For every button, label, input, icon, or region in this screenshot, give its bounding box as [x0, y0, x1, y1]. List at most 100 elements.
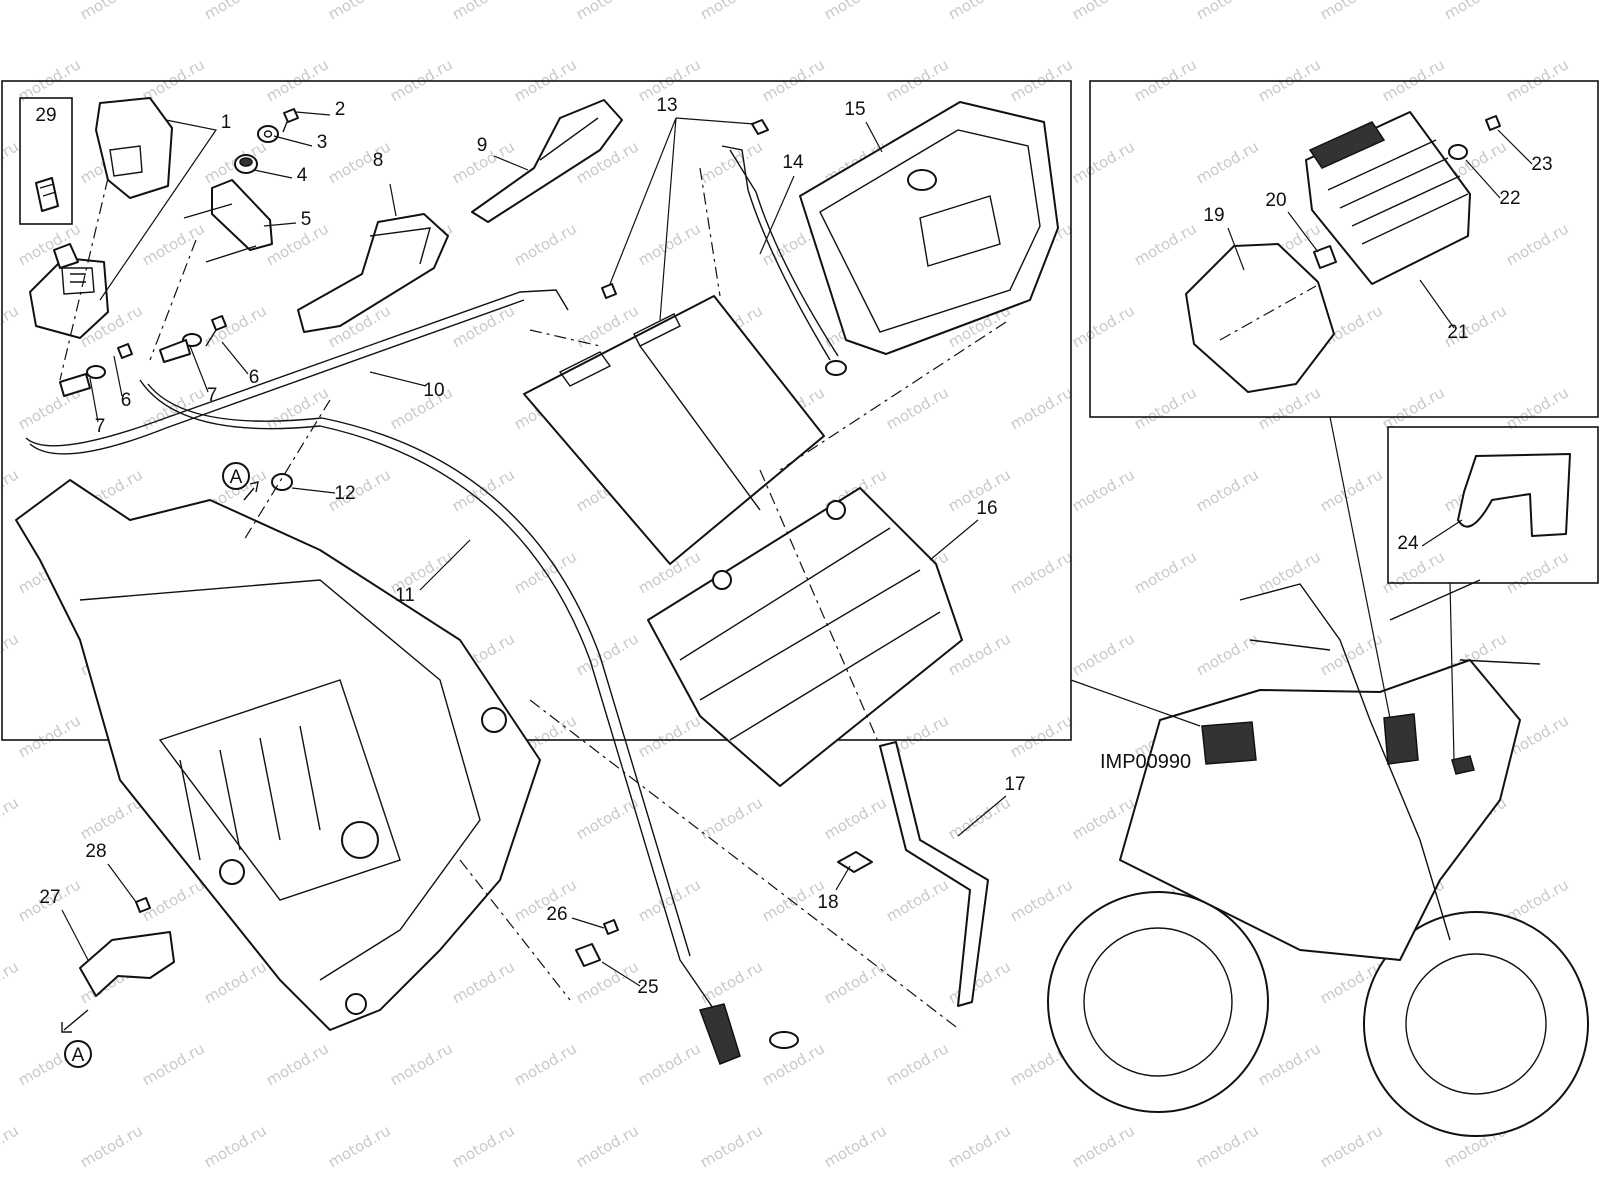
watermark-text: motod.ru	[387, 1039, 456, 1089]
watermark-text: motod.ru	[1069, 629, 1138, 679]
watermark-text: motod.ru	[1007, 547, 1076, 597]
watermark-text: motod.ru	[945, 1121, 1014, 1171]
callout-20: 20	[1265, 190, 1286, 211]
callout-16: 16	[976, 498, 997, 519]
callout-6: 6	[121, 390, 132, 411]
watermark-text: motod.ru	[635, 711, 704, 761]
callout-15: 15	[844, 99, 865, 120]
watermark-text: motod.ru	[1007, 875, 1076, 925]
battery	[523, 295, 825, 565]
watermark-text: motod.ru	[511, 875, 580, 925]
watermark-text: motod.ru	[325, 0, 394, 23]
watermark-text: motod.ru	[449, 1121, 518, 1171]
ground-cable-part-14	[721, 145, 831, 361]
watermark-text: motod.ru	[945, 957, 1014, 1007]
cover-part-8	[297, 213, 449, 333]
watermark-text: motod.ru	[1255, 547, 1324, 597]
watermark-text: motod.ru	[201, 0, 270, 23]
watermark-text: motod.ru	[139, 875, 208, 925]
watermark-text: motod.ru	[1193, 137, 1262, 187]
regulator-inset-frame	[1089, 80, 1599, 418]
watermark-text: motod.ru	[511, 1039, 580, 1089]
view-marker-bottom: A	[61, 1009, 92, 1068]
watermark-text: motod.ru	[0, 0, 22, 23]
callout-23: 23	[1531, 154, 1552, 175]
callout-12: 12	[334, 483, 355, 504]
clip-part-25	[575, 943, 601, 967]
callout-3: 3	[317, 132, 328, 153]
view-marker-label: A	[72, 1045, 85, 1066]
bracket-part-24	[1457, 453, 1571, 537]
callout-1: 1	[221, 112, 232, 133]
callout-14: 14	[782, 152, 804, 173]
fastener-parts-2-3-4	[234, 108, 299, 174]
watermark-text: motod.ru	[573, 629, 642, 679]
watermark-text: motod.ru	[635, 1039, 704, 1089]
watermark-text: motod.ru	[573, 0, 642, 23]
watermark-text: motod.ru	[1193, 0, 1262, 23]
watermark-text: motod.ru	[139, 1039, 208, 1089]
fuse-box-part-1	[29, 97, 173, 339]
watermark-text: motod.ru	[821, 793, 890, 843]
callout-17: 17	[1004, 774, 1025, 795]
watermark-text: motod.ru	[1069, 137, 1138, 187]
callout-4: 4	[297, 165, 308, 186]
callout-5: 5	[301, 209, 312, 230]
bracket-part-27	[79, 931, 175, 997]
watermark-text: motod.ru	[1007, 383, 1076, 433]
callout-28: 28	[85, 841, 106, 862]
watermark-text: motod.ru	[77, 1121, 146, 1171]
watermark-text: motod.ru	[883, 383, 952, 433]
cover-part-19	[1185, 243, 1335, 393]
watermark-text: motod.ru	[1503, 219, 1572, 269]
watermark-text: motod.ru	[1131, 219, 1200, 269]
watermark-text: motod.ru	[697, 1121, 766, 1171]
callout-9: 9	[477, 135, 488, 156]
watermark-text: motod.ru	[1379, 383, 1448, 433]
callout-7: 7	[207, 385, 218, 406]
leader-lines	[61, 111, 1533, 987]
watermark-text: motod.ru	[1193, 465, 1262, 515]
watermark-text: motod.ru	[77, 0, 146, 23]
watermark-text: motod.ru	[883, 1039, 952, 1089]
watermark-text: motod.ru	[1255, 383, 1324, 433]
watermark-text: motod.ru	[821, 1121, 890, 1171]
screw-part-28	[135, 897, 151, 913]
callout-2: 2	[335, 99, 346, 120]
callout-18: 18	[817, 892, 838, 913]
watermark-text: motod.ru	[1317, 0, 1386, 23]
watermark-text: motod.ru	[449, 301, 518, 351]
callout-24: 24	[1397, 533, 1419, 554]
rear-subframe	[15, 479, 541, 1031]
callout-13: 13	[656, 95, 677, 116]
ecu-part-15	[799, 101, 1059, 355]
cable-part-10	[25, 289, 569, 447]
watermark-text: motod.ru	[1503, 547, 1572, 597]
watermark-text: motod.ru	[697, 137, 766, 187]
watermark-text: motod.ru	[883, 875, 952, 925]
watermark-text: motod.ru	[1503, 383, 1572, 433]
fuse-part-29	[35, 177, 59, 212]
watermark-text: motod.ru	[201, 301, 270, 351]
watermark-text: motod.ru	[263, 219, 332, 269]
watermark-text: motod.ru	[1069, 301, 1138, 351]
watermark-text: motod.ru	[821, 957, 890, 1007]
callout-7: 7	[95, 416, 106, 437]
washer-part-22	[1448, 144, 1468, 160]
strap-part-17	[879, 741, 989, 1007]
watermark-text: motod.ru	[1069, 0, 1138, 23]
callout-8: 8	[373, 150, 384, 171]
callout-11: 11	[395, 585, 415, 606]
watermark-text: motod.ru	[1255, 1039, 1324, 1089]
nuts-part-13	[601, 119, 769, 299]
watermark-text: motod.ru	[821, 0, 890, 23]
drawing-code: IMP00990	[1100, 751, 1191, 773]
watermark-text: motod.ru	[1193, 629, 1262, 679]
watermark-text: motod.ru	[325, 1121, 394, 1171]
callout-25: 25	[637, 977, 658, 998]
watermark-text: motod.ru	[449, 957, 518, 1007]
screw-part-23	[1485, 115, 1501, 131]
watermark-text: motod.ru	[263, 1039, 332, 1089]
grommet-part-12	[271, 473, 293, 491]
watermark-text: motod.ru	[1379, 547, 1448, 597]
